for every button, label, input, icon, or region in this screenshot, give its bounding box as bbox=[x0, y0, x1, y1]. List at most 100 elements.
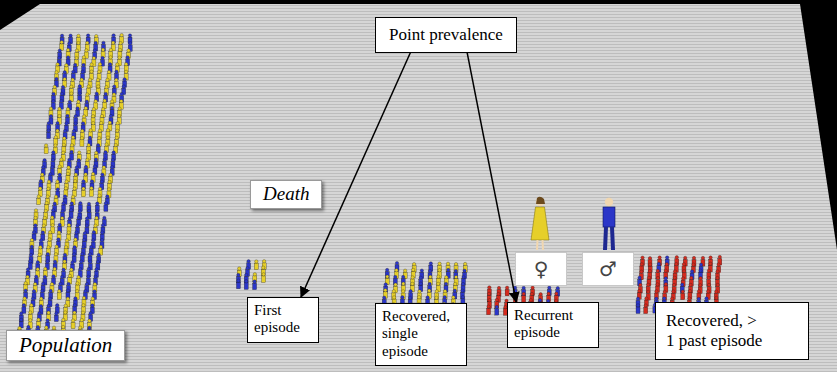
person-figure bbox=[531, 286, 535, 296]
figure-head bbox=[488, 299, 491, 302]
figure-body bbox=[394, 272, 398, 279]
figure-head bbox=[682, 269, 685, 272]
person-figure bbox=[19, 312, 23, 322]
figure-head bbox=[52, 151, 55, 154]
figure-head bbox=[41, 282, 44, 285]
person-figure bbox=[497, 286, 501, 296]
figure-head bbox=[53, 267, 56, 270]
figure-head bbox=[646, 283, 649, 286]
person-figure bbox=[55, 71, 59, 81]
figure-head bbox=[675, 256, 678, 259]
figure-head bbox=[417, 296, 420, 299]
callout-box: Recovered, > 1 past episode bbox=[655, 302, 809, 360]
person-figure bbox=[110, 100, 114, 110]
figure-head bbox=[684, 256, 687, 259]
figure-head bbox=[530, 292, 533, 295]
figure-head bbox=[52, 326, 55, 329]
callout-box: Recovered, single episode bbox=[375, 303, 467, 366]
figure-head bbox=[29, 260, 32, 263]
person-figure bbox=[680, 283, 684, 293]
figure-head bbox=[89, 312, 92, 315]
person-figure bbox=[37, 311, 41, 321]
callout-box: Recurrent episode bbox=[507, 302, 599, 348]
figure-head bbox=[68, 42, 71, 45]
figure-head bbox=[116, 129, 119, 132]
person-figure bbox=[443, 290, 447, 300]
person-figure bbox=[698, 284, 702, 294]
person-figure bbox=[44, 144, 48, 154]
figure-head bbox=[71, 136, 74, 139]
figure-head bbox=[32, 231, 35, 234]
figure-body bbox=[554, 295, 558, 302]
figure-head bbox=[395, 269, 398, 272]
figure-body bbox=[84, 169, 88, 176]
figure-body bbox=[91, 176, 95, 183]
figure-body bbox=[46, 249, 50, 256]
figure-body bbox=[19, 315, 23, 322]
figure-head bbox=[34, 224, 37, 227]
node-text: Recovered, > 1 past episode bbox=[666, 311, 766, 350]
person-figure bbox=[674, 263, 678, 273]
arrow-connector bbox=[301, 53, 410, 297]
figure-body bbox=[97, 140, 101, 147]
person-figure bbox=[636, 297, 640, 307]
figure-body bbox=[119, 45, 123, 52]
figure-head bbox=[55, 245, 58, 248]
figure-head bbox=[91, 172, 94, 175]
figure-head bbox=[67, 282, 70, 285]
person-figure bbox=[547, 292, 551, 302]
figure-body bbox=[60, 37, 64, 44]
figure-body bbox=[395, 265, 399, 272]
figure-head bbox=[104, 202, 107, 205]
person-figure bbox=[81, 180, 85, 190]
figure-body bbox=[78, 213, 82, 220]
figure-body bbox=[89, 190, 93, 197]
figure-head bbox=[443, 296, 446, 299]
person-figure bbox=[48, 231, 52, 241]
figure-head bbox=[44, 209, 47, 212]
person-figure bbox=[66, 107, 70, 117]
figure-head bbox=[429, 275, 432, 278]
figure-head bbox=[96, 78, 99, 81]
figure-head bbox=[31, 297, 34, 300]
figure-head bbox=[86, 158, 89, 161]
figure-head bbox=[97, 70, 100, 73]
person-figure bbox=[42, 224, 46, 234]
figure-body bbox=[444, 279, 448, 286]
person-figure bbox=[96, 78, 100, 88]
figure-head bbox=[82, 180, 85, 183]
figure-body bbox=[60, 95, 64, 102]
figure-body bbox=[253, 276, 257, 283]
figure-head bbox=[71, 261, 74, 264]
figure-head bbox=[47, 122, 50, 125]
person-figure bbox=[392, 290, 396, 300]
figure-head bbox=[709, 262, 712, 265]
person-figure bbox=[74, 231, 78, 241]
figure-head bbox=[45, 201, 48, 204]
figure-body bbox=[462, 279, 466, 286]
figure-head bbox=[435, 296, 438, 299]
figure-head bbox=[56, 304, 59, 307]
figure-head bbox=[109, 173, 112, 176]
figure-body bbox=[39, 242, 43, 249]
person-figure bbox=[690, 270, 694, 280]
figure-body bbox=[80, 133, 84, 140]
figure-head bbox=[103, 216, 106, 219]
figure-head bbox=[77, 275, 80, 278]
person-figure bbox=[417, 290, 421, 300]
figure-body bbox=[61, 321, 65, 328]
figure-head bbox=[663, 290, 666, 293]
figure-head bbox=[665, 256, 668, 259]
figure-head bbox=[68, 158, 71, 161]
figure-body bbox=[58, 285, 62, 292]
figure-head bbox=[78, 85, 81, 88]
figure-head bbox=[63, 71, 66, 74]
person-figure bbox=[67, 166, 71, 176]
figure-body bbox=[716, 273, 720, 280]
figure-body bbox=[438, 265, 442, 272]
callout-box: First episode bbox=[247, 297, 319, 343]
figure-head bbox=[47, 311, 50, 314]
figure-head bbox=[411, 276, 414, 279]
figure-head bbox=[68, 274, 71, 277]
figure-head bbox=[30, 245, 33, 248]
